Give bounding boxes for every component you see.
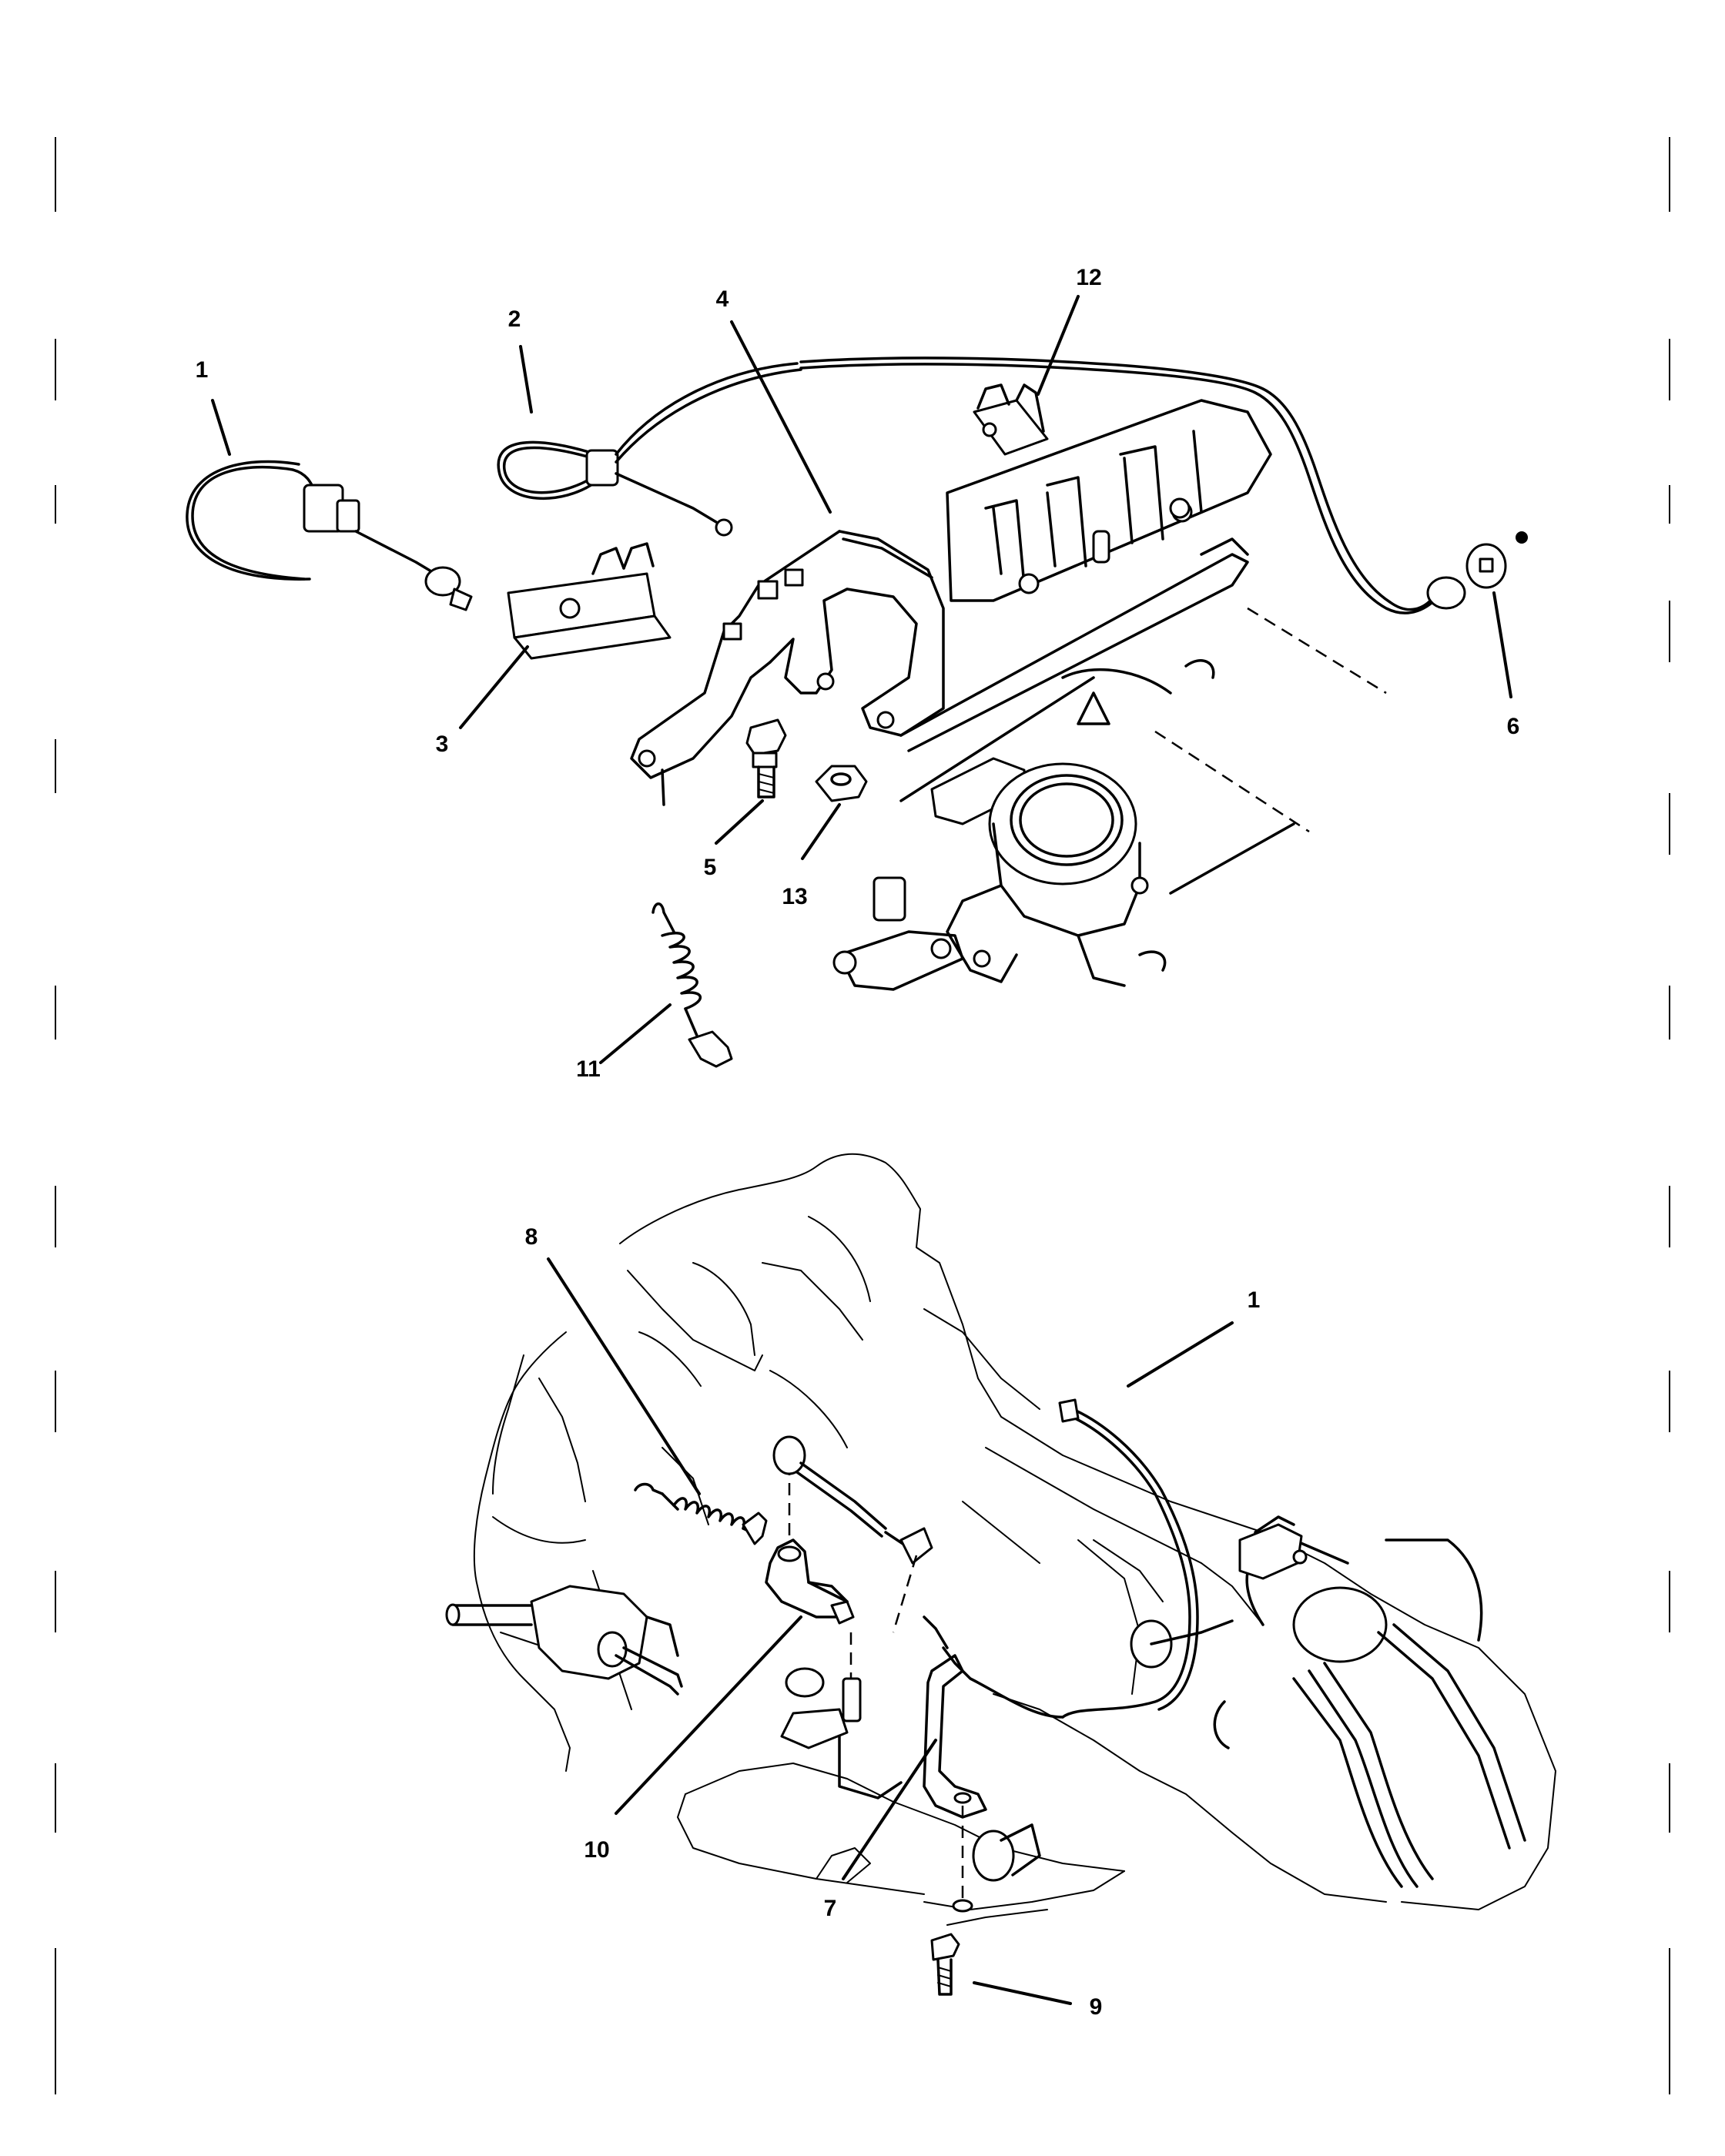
margin-ticks <box>55 137 1670 2094</box>
engine-intake <box>799 357 1442 833</box>
callout-13: 13 <box>782 884 807 909</box>
callout-3: 3 <box>436 732 449 757</box>
callout-11: 11 <box>576 1056 601 1082</box>
part-2-cable-loop <box>497 362 802 537</box>
callout-12: 12 <box>1076 265 1101 290</box>
callout-1-top: 1 <box>196 357 209 383</box>
part-4-bracket <box>630 530 945 806</box>
leader-lines <box>211 295 1512 2005</box>
part-9-bolt <box>930 1933 960 1996</box>
callout-9: 9 <box>1090 1994 1103 2020</box>
throttle-body <box>832 757 1295 991</box>
callout-7: 7 <box>824 1896 837 1921</box>
part-5-bolt <box>745 718 787 798</box>
callout-5: 5 <box>704 855 717 880</box>
part-8-spring <box>634 1482 768 1545</box>
part-12-clip <box>973 383 1049 456</box>
callout-4: 4 <box>716 286 729 312</box>
part-1-cable-bottom <box>923 1398 1199 1719</box>
callout-1-bottom: 1 <box>1248 1287 1261 1313</box>
part-13-nut <box>815 765 868 802</box>
callout-2: 2 <box>508 306 521 332</box>
part-7-bracket <box>923 1654 1041 1913</box>
callout-6: 6 <box>1507 714 1520 739</box>
part-10-lever <box>765 1463 903 1799</box>
callout-8: 8 <box>525 1224 538 1250</box>
transmission-mount <box>445 1585 683 1696</box>
shift-cable-end <box>772 1435 933 1633</box>
part-1-cable-top <box>186 460 473 611</box>
part-6-grommet <box>1388 531 1528 611</box>
callout-labels: 1 2 3 4 12 6 5 13 11 8 1 10 7 9 <box>196 265 1520 2020</box>
callout-10: 10 <box>584 1837 609 1863</box>
output-housing <box>1130 1515 1526 1888</box>
part-11-spring <box>651 902 733 1068</box>
part-3-bracket <box>507 542 672 660</box>
